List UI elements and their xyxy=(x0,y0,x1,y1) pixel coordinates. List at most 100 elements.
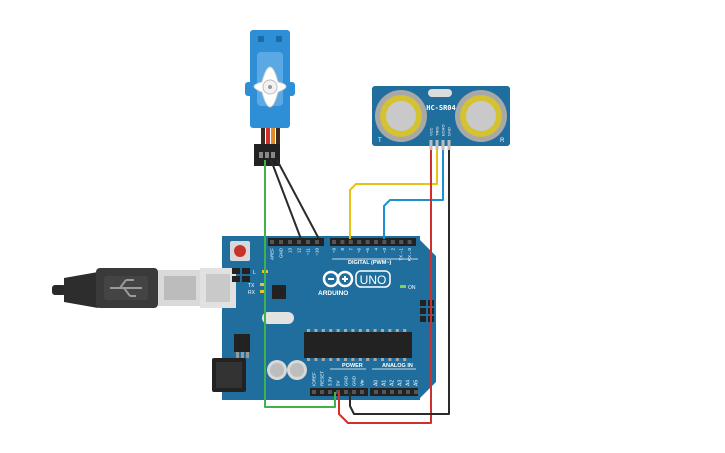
servo-motor[interactable] xyxy=(245,30,295,166)
led-on-icon xyxy=(400,285,406,288)
analog-pin-hole[interactable] xyxy=(398,390,402,394)
digital-pin-label: 13 xyxy=(288,248,293,254)
digital-pin-hole[interactable] xyxy=(332,240,336,244)
ic-pin xyxy=(351,358,355,361)
servo-horn[interactable] xyxy=(253,66,287,108)
digital-pin-label: 12 xyxy=(297,248,302,254)
ic-pin xyxy=(403,358,407,361)
digital-pin-hole[interactable] xyxy=(365,240,370,244)
digital-pin-hole[interactable] xyxy=(374,240,378,244)
sensor-pin[interactable] xyxy=(447,140,451,150)
power-pin-hole[interactable] xyxy=(312,390,316,394)
brand-label: ARDUINO xyxy=(318,290,348,297)
digital-pin-hole[interactable] xyxy=(348,240,353,244)
ic-pin xyxy=(314,329,318,332)
power-header-label: POWER xyxy=(342,363,363,369)
sensor-pin-label: VCC xyxy=(429,127,434,136)
digital-header[interactable] xyxy=(268,238,416,246)
model-label: UNO xyxy=(360,273,387,287)
digital-pin-label: 7 xyxy=(348,248,353,251)
led-tx-label: TX xyxy=(248,283,255,289)
ic-pin xyxy=(388,358,392,361)
wire-trig[interactable] xyxy=(349,150,438,239)
sensor-corner-left: T xyxy=(378,138,382,144)
power-pin-hole[interactable] xyxy=(344,390,348,394)
ic-pin xyxy=(395,358,399,361)
digital-pin-hole[interactable] xyxy=(288,240,292,244)
led-rx-icon xyxy=(260,290,266,293)
wire-servo-power[interactable] xyxy=(264,160,336,408)
digital-pin-hole[interactable] xyxy=(306,240,310,244)
digital-pin-label: ~11 xyxy=(306,248,311,256)
digital-pin-hole[interactable] xyxy=(315,240,319,244)
sensor-pin[interactable] xyxy=(435,140,439,150)
ic-pin xyxy=(307,358,310,361)
wire-echo[interactable] xyxy=(383,150,444,239)
wire-servo-signal[interactable] xyxy=(276,159,320,240)
wire-servo-gnd[interactable] xyxy=(270,159,302,240)
digital-pin-label: 2 xyxy=(390,248,395,251)
sensor-pins[interactable] xyxy=(429,140,451,150)
sensor-model-label: HC-SR04 xyxy=(426,104,456,112)
analog-pin-hole[interactable] xyxy=(414,390,418,394)
digital-pin-hole[interactable] xyxy=(390,240,395,244)
power-pin-hole[interactable] xyxy=(352,390,356,394)
analog-pin-hole[interactable] xyxy=(374,390,378,394)
digital-pin-hole[interactable] xyxy=(340,240,345,244)
reset-button[interactable] xyxy=(230,241,250,261)
digital-pin-hole[interactable] xyxy=(297,240,301,244)
sensor-corner-right: R xyxy=(500,138,505,144)
ic-pin xyxy=(351,329,355,332)
analog-pin-hole[interactable] xyxy=(382,390,386,394)
analog-pin-hole[interactable] xyxy=(406,390,410,394)
analog-pin-hole[interactable] xyxy=(390,390,394,394)
power-pin-hole[interactable] xyxy=(320,390,324,394)
ic-pin xyxy=(321,329,325,332)
sensor-pin[interactable] xyxy=(429,140,433,150)
power-pin-label: 5V xyxy=(336,380,341,386)
digital-pin-hole[interactable] xyxy=(399,240,404,244)
digital-pin-label: TX→1 xyxy=(399,248,404,261)
ic-pin xyxy=(344,358,347,361)
wire-gnd[interactable] xyxy=(349,150,450,415)
capacitors xyxy=(267,360,307,380)
power-pin-hole[interactable] xyxy=(328,390,332,394)
ic-pin xyxy=(366,358,370,361)
digital-pin-hole[interactable] xyxy=(407,240,412,244)
wire-vcc[interactable] xyxy=(338,150,432,424)
analog-header[interactable] xyxy=(370,388,418,396)
digital-pin-hole[interactable] xyxy=(279,240,283,244)
digital-pin-hole[interactable] xyxy=(357,240,362,244)
sensor-pin-label: ECHO xyxy=(441,124,446,136)
sensor-transducer-right xyxy=(455,90,507,142)
led-rx-label: RX xyxy=(248,290,256,296)
analog-pin-label: A3 xyxy=(398,380,404,386)
usb-chip xyxy=(272,285,286,299)
digital-pin-label: 8 xyxy=(340,248,345,251)
power-pin-label: RESET xyxy=(320,371,325,386)
power-pin-label: Vin xyxy=(360,379,365,386)
digital-pin-hole[interactable] xyxy=(382,240,387,244)
sensor-pin-label: TRIG xyxy=(435,126,440,136)
sensor-pin-label: GND xyxy=(447,127,452,136)
ic-pin xyxy=(381,329,384,332)
digital-header-label: DIGITAL (PWM~) xyxy=(348,260,392,266)
ic-pin xyxy=(307,329,310,332)
sensor-pin[interactable] xyxy=(441,140,445,150)
ic-pin xyxy=(395,329,399,332)
sensor-crystal xyxy=(428,89,452,97)
ic-pin xyxy=(336,329,340,332)
analog-pin-label: A5 xyxy=(414,380,420,386)
arduino-logo xyxy=(322,270,354,288)
analog-pin-label: A1 xyxy=(382,380,388,386)
usb-cable[interactable] xyxy=(52,268,202,308)
digital-pin-hole[interactable] xyxy=(270,240,274,244)
ic-pin xyxy=(358,329,362,332)
digital-pin-label: RX←0 xyxy=(407,248,412,262)
power-pin-hole[interactable] xyxy=(360,390,364,394)
